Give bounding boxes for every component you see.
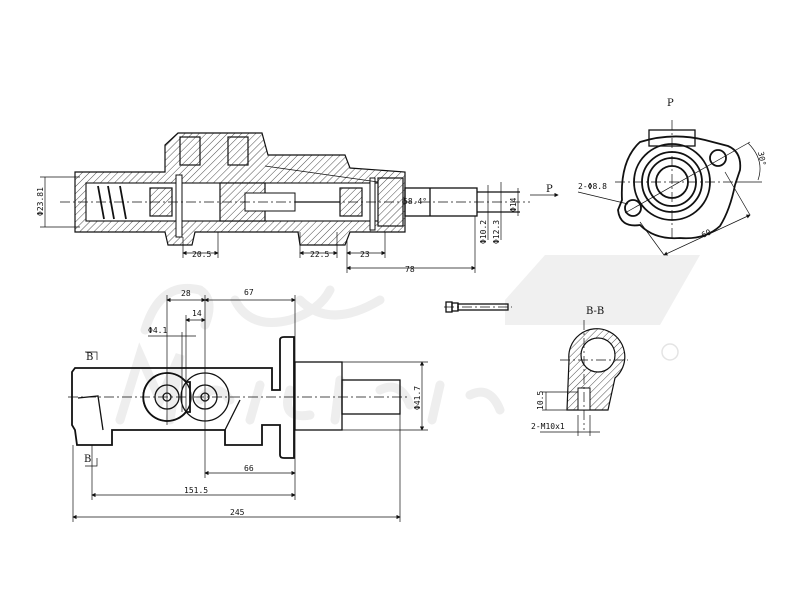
section-marker-bottom: B <box>84 454 91 465</box>
dim-10-5: 10.5 <box>536 391 545 410</box>
dim-holes: 2-Φ8.8 <box>578 182 607 191</box>
dim-bore-diameter: Φ23.81 <box>36 187 45 216</box>
dim-151-5: 151.5 <box>184 486 208 495</box>
bolt-detail <box>444 301 512 313</box>
dim-rod-dia-10-2: Φ10.2 <box>479 220 488 244</box>
registered-mark-icon <box>661 343 679 361</box>
side-view: 28 67 14 Φ4.1 Φ41.7 66 151.5 245 B B <box>68 288 428 522</box>
view-arrow-label: P <box>546 184 553 195</box>
dim-78: 78 <box>405 265 415 274</box>
watermark-logo <box>115 255 700 425</box>
dim-22-5: 22.5 <box>310 250 329 259</box>
dim-20-5: 20.5 <box>192 250 211 259</box>
dim-23: 23 <box>360 250 370 259</box>
dim-port-diameter: Φ4.1 <box>148 326 167 335</box>
dim-28: 28 <box>181 289 191 298</box>
section-bb-title: B-B <box>586 306 604 317</box>
dim-angle-30: 30° <box>756 151 767 167</box>
end-view-p: P 2-Φ8.8 60 30° <box>577 98 767 256</box>
dim-245: 245 <box>230 508 245 517</box>
dim-angle: 58.4° <box>403 197 427 206</box>
dim-flange-diameter: Φ41.7 <box>413 386 422 410</box>
dim-67: 67 <box>244 288 254 297</box>
dim-thread: 2-M10x1 <box>531 422 565 431</box>
section-b-b: B-B 10.5 2-M10x1 <box>531 306 628 436</box>
dim-14: 14 <box>192 309 202 318</box>
dim-66: 66 <box>244 464 254 473</box>
section-marker-top: B <box>86 352 93 363</box>
longitudinal-section-view: Φ23.81 20.5 22.5 23 78 58.4° Φ10.2 Φ12.3… <box>36 132 559 274</box>
dim-rod-dia-14: Φ14 <box>509 197 518 212</box>
end-view-title: P <box>667 98 674 109</box>
dim-rod-dia-12-3: Φ12.3 <box>492 220 501 244</box>
dim-hole-spacing: 60 <box>700 228 713 240</box>
